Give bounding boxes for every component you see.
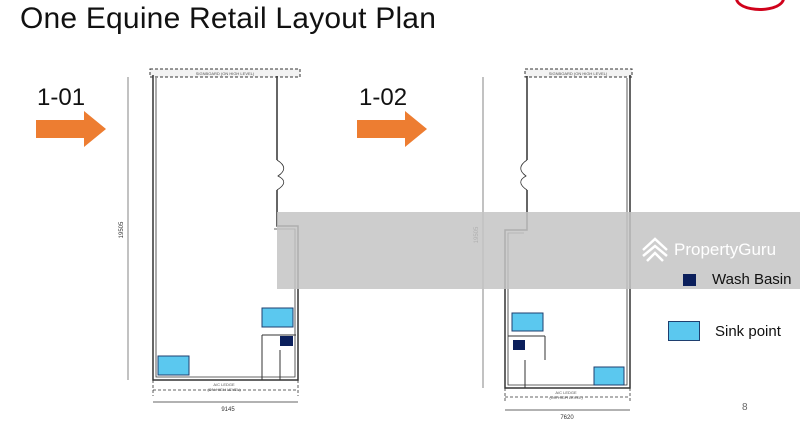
sink-point	[157, 355, 190, 376]
propertyguru-logo-icon	[642, 237, 668, 262]
wash-basin-swatch	[683, 273, 696, 286]
arrow-icon	[36, 111, 106, 147]
legend-wash-basin: Wash Basin	[683, 271, 791, 288]
arrow-icon	[357, 111, 427, 147]
wash-basin	[513, 340, 525, 350]
page-title: One Equine Retail Layout Plan	[20, 2, 437, 35]
watermark-text: PropertyGuru	[674, 240, 777, 259]
watermark-band	[277, 212, 800, 289]
unit-label-1-01: 1-01	[37, 84, 86, 111]
sink-point	[511, 312, 544, 332]
wash-basin	[280, 336, 293, 346]
legend-sink-point: Sink point	[668, 321, 781, 341]
sink-point	[593, 366, 625, 386]
width-dimension: 7620	[560, 415, 574, 421]
unit-label-1-02: 1-02	[359, 84, 408, 111]
watermark: PropertyGuru	[640, 236, 776, 264]
signboard-note: SIGNBOARD (ON HIGH LEVEL)	[196, 71, 255, 76]
ledge-note: A/C LEDGE	[213, 382, 235, 387]
signboard-note: SIGNBOARD (ON HIGH LEVEL)	[549, 71, 608, 76]
width-dimension: 9145	[221, 407, 235, 413]
ledge-note: A/C LEDGE	[555, 390, 577, 395]
legend-label: Wash Basin	[712, 271, 792, 288]
page-number: 8	[742, 402, 748, 413]
ledge-note: (ON HIGH LEVEL)	[207, 387, 241, 392]
ledge-note: (ON HIGH LEVEL)	[549, 395, 583, 400]
floor-plan-1-01	[127, 68, 301, 403]
height-dimension: 19505	[119, 221, 125, 238]
sink-point	[261, 307, 294, 328]
legend-label: Sink point	[715, 322, 781, 340]
sink-point-swatch	[668, 321, 700, 341]
